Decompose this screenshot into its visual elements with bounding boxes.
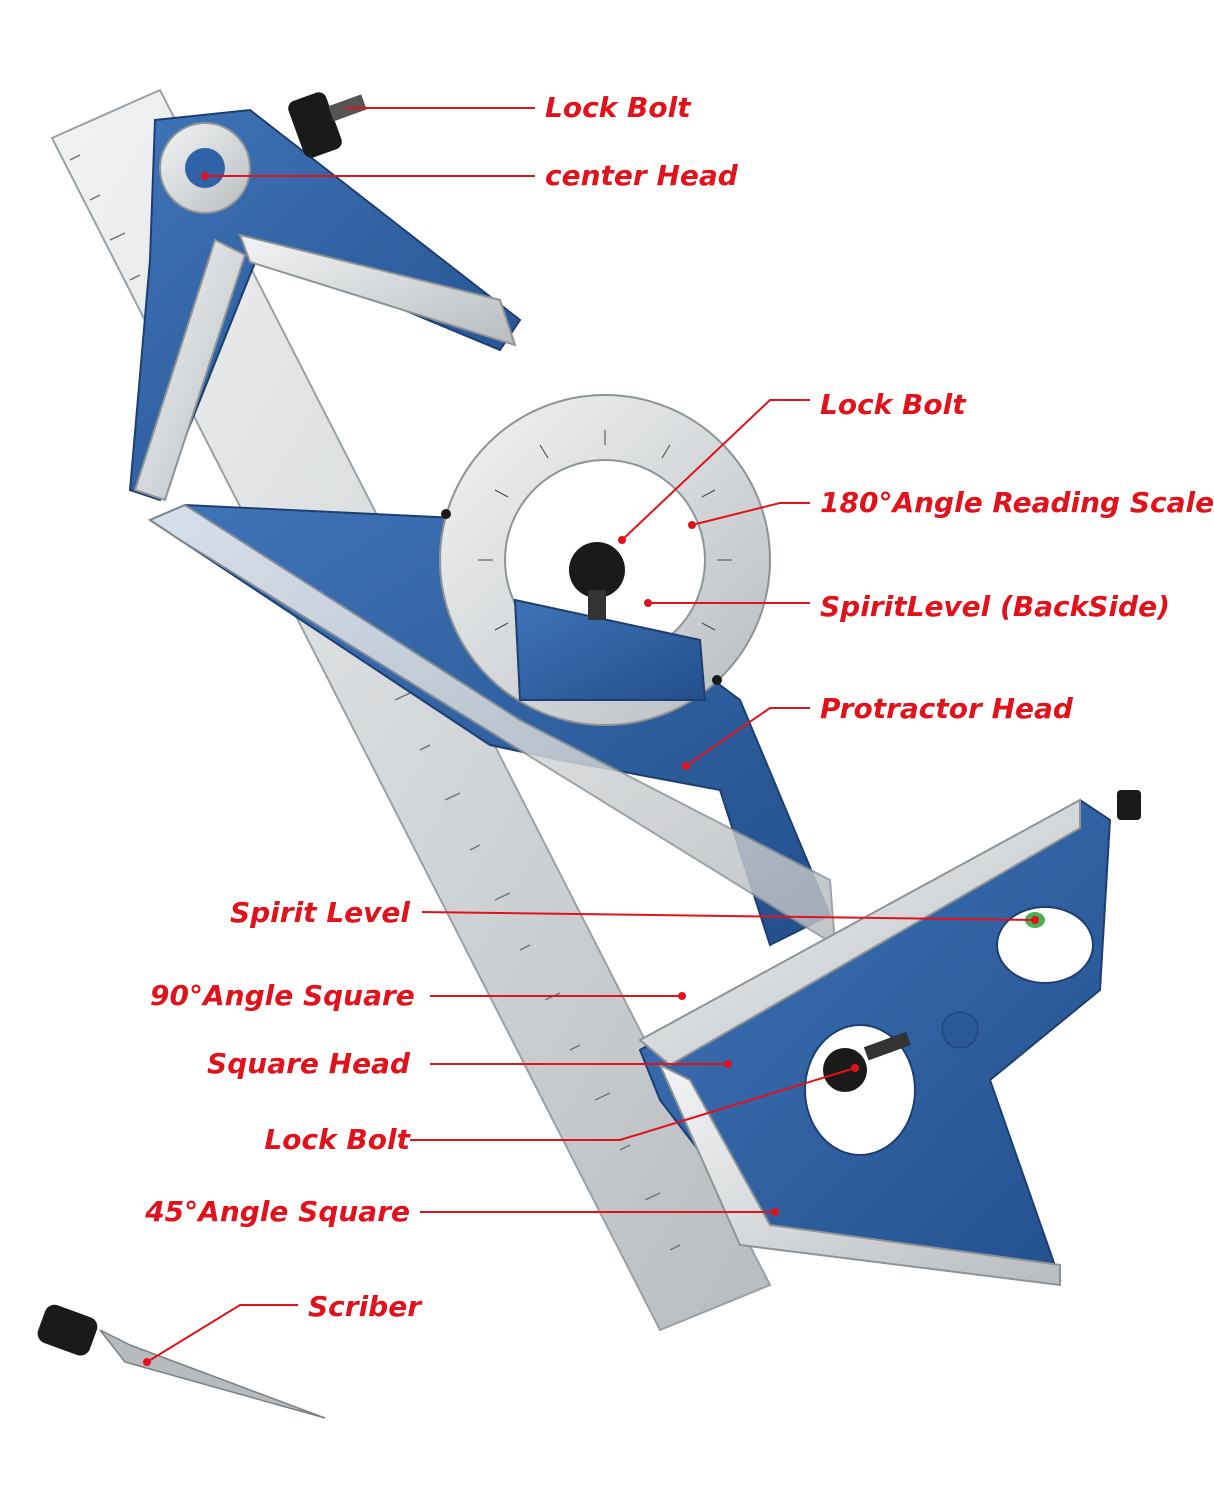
label-square-head: Square Head <box>207 1047 410 1080</box>
leader-angle-scale <box>691 502 810 526</box>
leader-lines <box>146 107 1036 1363</box>
label-spirit-level-backside: SpiritLevel (BackSide) <box>820 590 1170 623</box>
leader-lock-bolt-protractor <box>621 399 810 541</box>
label-90-angle-square: 90°Angle Square <box>150 979 415 1012</box>
center-head <box>128 108 522 502</box>
label-scriber: Scriber <box>308 1290 422 1323</box>
leader-scriber <box>146 1304 298 1363</box>
leader-dots <box>143 172 1039 1366</box>
label-lock-bolt-top: Lock Bolt <box>545 91 691 124</box>
label-protractor-head: Protractor Head <box>820 692 1073 725</box>
label-spirit-level: Spirit Level <box>229 896 410 929</box>
scriber <box>37 1304 326 1419</box>
leader-protractor-head <box>685 707 810 767</box>
label-lock-bolt-square: Lock Bolt <box>264 1123 410 1156</box>
leader-lock-bolt-square <box>410 1067 856 1141</box>
leader-spirit-level <box>421 911 1036 921</box>
label-45-angle-square: 45°Angle Square <box>145 1195 410 1228</box>
label-angle-reading-scale: 180°Angle Reading Scale <box>820 486 1214 519</box>
label-lock-bolt-protractor: Lock Bolt <box>820 388 966 421</box>
label-center-head: center Head <box>545 159 738 192</box>
steel-rule <box>50 88 772 1332</box>
